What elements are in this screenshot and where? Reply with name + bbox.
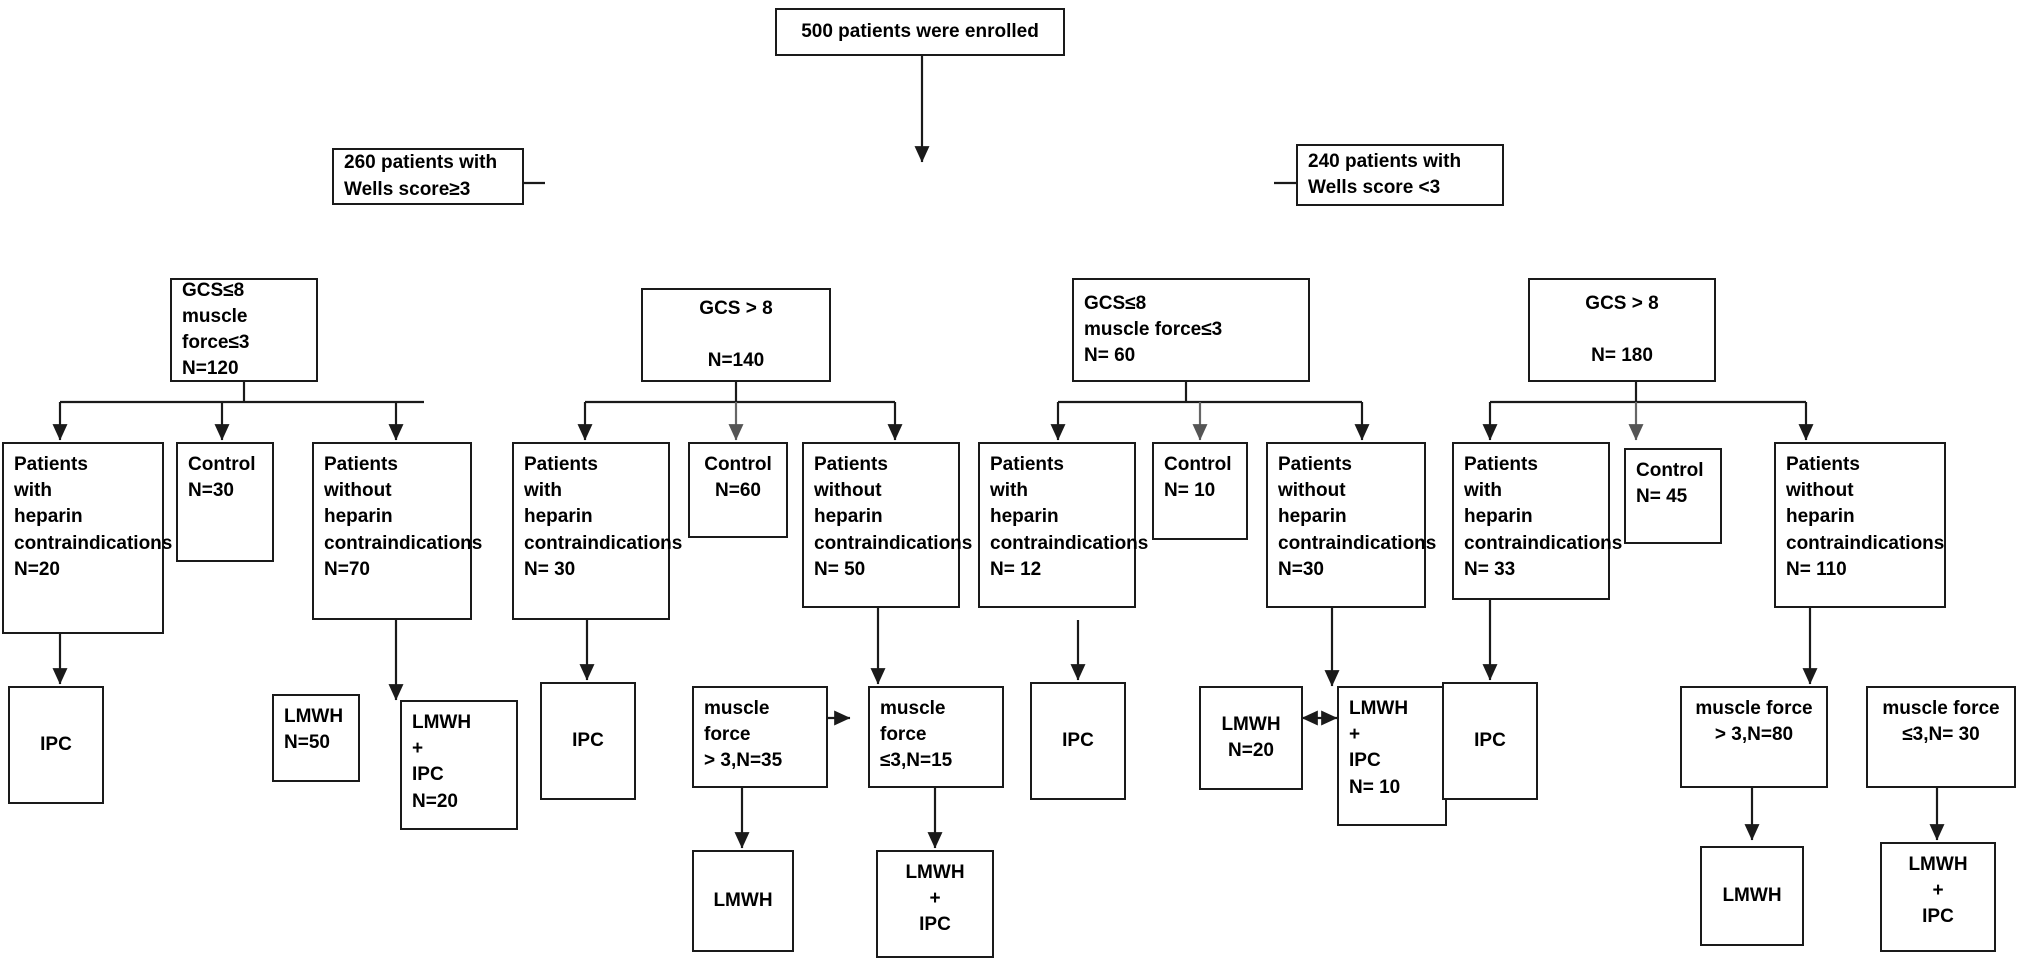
node-g3-gcs: GCS≤8 muscle force≤3 N= 60 [1072, 278, 1310, 382]
node-g3-control: Control N= 10 [1152, 442, 1248, 540]
node-g4-gcs: GCS > 8 N= 180 [1528, 278, 1716, 382]
node-g1-gcs-text: GCS≤8 muscle force≤3 N=120 [182, 279, 250, 380]
node-g3-without-text: Patients without heparin contraindicatio… [1278, 454, 1437, 580]
node-g4-without-contraindications: Patients without heparin contraindicatio… [1774, 442, 1946, 608]
node-g2-lmwh-ipc: LMWH + IPC [876, 850, 994, 958]
node-g1-lmwh-text: LMWH N=50 [284, 706, 344, 754]
node-g2-ipc-text: IPC [572, 729, 604, 751]
node-enrolled-text: 500 patients were enrolled [801, 20, 1039, 42]
node-g1-control: Control N=30 [176, 442, 274, 562]
node-enrolled: 500 patients were enrolled [775, 8, 1065, 56]
node-g3-with-text: Patients with heparin contraindications … [990, 454, 1149, 580]
node-g4-lmwh-ipc: LMWH + IPC [1880, 842, 1996, 952]
node-g3-without-contraindications: Patients without heparin contraindicatio… [1266, 442, 1437, 608]
node-g2-mf-gt3-text: muscle force > 3,N=35 [704, 698, 783, 772]
node-g4-lmwh: LMWH [1700, 846, 1804, 946]
node-g4-muscle-force-le3: muscle force ≤3,N= 30 [1866, 686, 2016, 788]
node-g2-muscle-force-gt3: muscle force > 3,N=35 [692, 686, 828, 788]
node-g1-gcs: GCS≤8 muscle force≤3 N=120 [170, 278, 318, 382]
node-g4-muscle-force-gt3: muscle force > 3,N=80 [1680, 686, 1828, 788]
node-g1-with-contraindications: Patients with heparin contraindications … [2, 442, 173, 634]
node-g4-mf-gt3-text: muscle force > 3,N=80 [1695, 698, 1813, 746]
node-g3-gcs-text: GCS≤8 muscle force≤3 N= 60 [1084, 292, 1223, 367]
node-g3-lmwh-ipc-text: LMWH + IPC N= 10 [1349, 698, 1409, 798]
node-g4-with-contraindications: Patients with heparin contraindications … [1452, 442, 1623, 600]
node-g2-without-text: Patients without heparin contraindicatio… [814, 454, 973, 580]
node-g1-lmwh-ipc-text: LMWH + IPC N=20 [412, 712, 472, 812]
node-g3-with-contraindications: Patients with heparin contraindications … [978, 442, 1149, 608]
node-g4-ipc: IPC [1442, 682, 1538, 800]
node-g3-lmwh-ipc: LMWH + IPC N= 10 [1337, 686, 1447, 826]
node-g1-with-text: Patients with heparin contraindications … [14, 454, 173, 580]
node-wells-high: 260 patients with Wells score≥3 [332, 148, 524, 205]
node-g1-control-text: Control N=30 [188, 454, 256, 502]
node-g4-with-text: Patients with heparin contraindications … [1464, 454, 1623, 580]
node-wells-low: 240 patients with Wells score <3 [1296, 144, 1504, 206]
node-wells-low-text: 240 patients with Wells score <3 [1308, 150, 1462, 198]
node-g2-ipc: IPC [540, 682, 636, 800]
node-g4-lmwh-text: LMWH [1722, 884, 1782, 906]
node-g2-with-contraindications: Patients with heparin contraindications … [512, 442, 683, 620]
node-g4-gcs-text: GCS > 8 N= 180 [1585, 292, 1659, 367]
node-g1-lmwh-ipc: LMWH + IPC N=20 [400, 700, 518, 830]
node-g4-mf-le3-text: muscle force ≤3,N= 30 [1882, 698, 2000, 746]
node-g3-lmwh-text: LMWH N=20 [1221, 713, 1281, 761]
node-g4-ipc-text: IPC [1474, 729, 1506, 751]
node-g2-control: Control N=60 [688, 442, 788, 538]
node-g2-lmwh-text: LMWH [713, 889, 773, 911]
node-g1-ipc: IPC [8, 686, 104, 804]
node-g2-mf-le3-text: muscle force ≤3,N=15 [880, 698, 953, 772]
node-g2-lmwh-ipc-text: LMWH + IPC [905, 862, 965, 936]
node-g2-gcs-text: GCS > 8 N=140 [699, 297, 773, 372]
node-g2-with-text: Patients with heparin contraindications … [524, 454, 683, 580]
node-g3-lmwh: LMWH N=20 [1199, 686, 1303, 790]
node-g2-muscle-force-le3: muscle force ≤3,N=15 [868, 686, 1004, 788]
node-g3-ipc: IPC [1030, 682, 1126, 800]
node-g1-without-text: Patients without heparin contraindicatio… [324, 454, 483, 580]
node-wells-high-text: 260 patients with Wells score≥3 [344, 152, 498, 200]
node-g4-without-text: Patients without heparin contraindicatio… [1786, 454, 1945, 580]
node-g2-control-text: Control N=60 [704, 454, 772, 502]
node-g2-lmwh: LMWH [692, 850, 794, 952]
node-g1-without-contraindications: Patients without heparin contraindicatio… [312, 442, 483, 620]
node-g1-lmwh: LMWH N=50 [272, 694, 360, 782]
node-g3-ipc-text: IPC [1062, 729, 1094, 751]
node-g4-lmwh-ipc-text: LMWH + IPC [1908, 854, 1968, 928]
node-g3-control-text: Control N= 10 [1164, 454, 1232, 502]
node-g4-control: Control N= 45 [1624, 448, 1722, 544]
node-g1-ipc-text: IPC [40, 733, 72, 755]
node-g2-without-contraindications: Patients without heparin contraindicatio… [802, 442, 973, 608]
node-g4-control-text: Control N= 45 [1636, 460, 1704, 508]
node-g2-gcs: GCS > 8 N=140 [641, 288, 831, 382]
